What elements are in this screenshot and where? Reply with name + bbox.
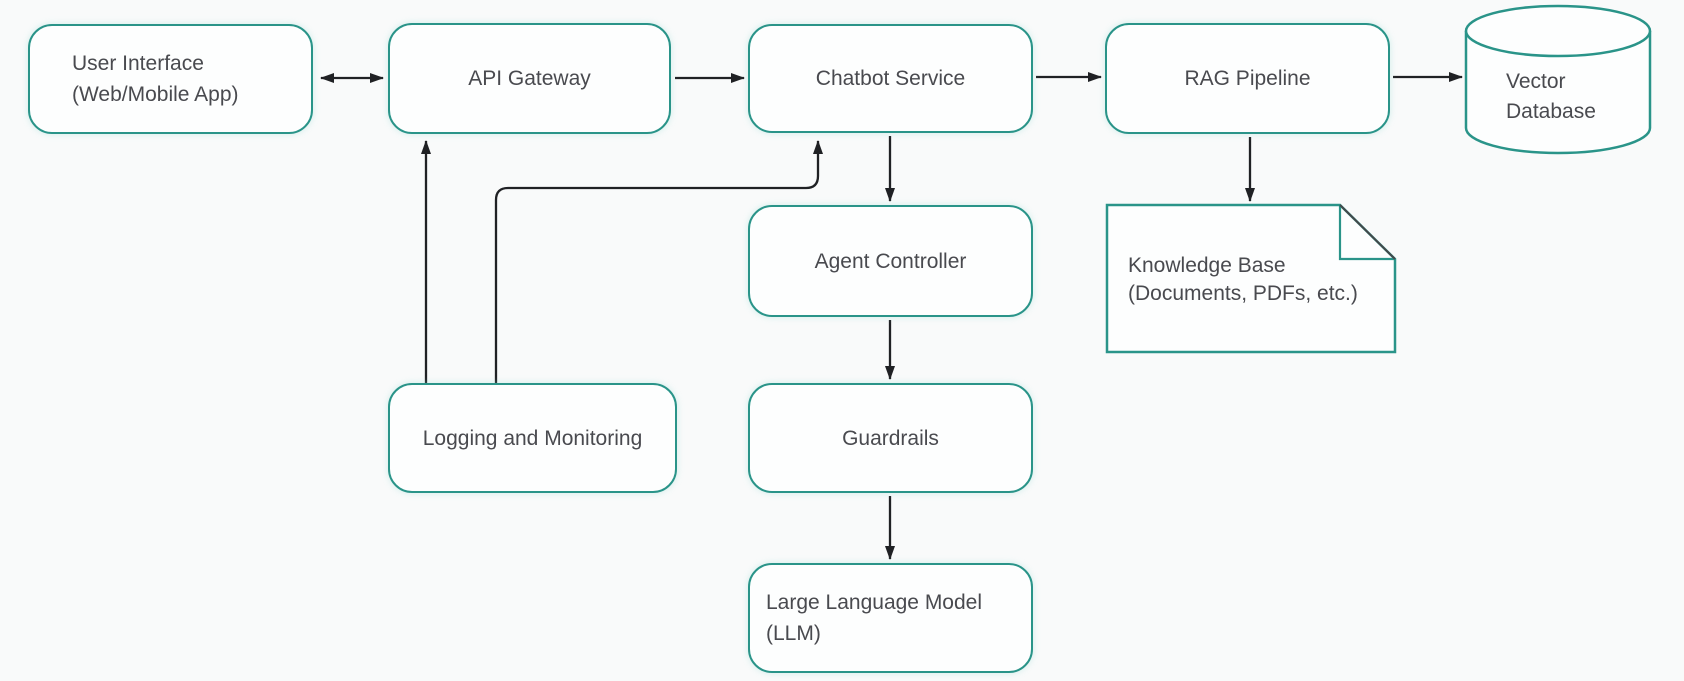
node-vector-database-label: Vector Database bbox=[1506, 67, 1596, 127]
node-knowledge-base-label: Knowledge Base (Documents, PDFs, etc.) bbox=[1128, 252, 1358, 308]
knowledge-base-label-line2: (Documents, PDFs, etc.) bbox=[1128, 282, 1358, 305]
node-logging-monitoring: Logging and Monitoring bbox=[388, 383, 677, 493]
node-user-interface: User Interface (Web/Mobile App) bbox=[28, 24, 313, 134]
node-llm-label-line2: (LLM) bbox=[766, 622, 821, 645]
node-guardrails-label: Guardrails bbox=[842, 426, 939, 450]
node-user-interface-label-line2: (Web/Mobile App) bbox=[72, 83, 239, 106]
node-logging-monitoring-label: Logging and Monitoring bbox=[422, 426, 643, 450]
node-guardrails: Guardrails bbox=[748, 383, 1033, 493]
vector-database-label-line1: Vector bbox=[1506, 70, 1566, 93]
node-api-gateway: API Gateway bbox=[388, 23, 671, 134]
node-llm: Large Language Model (LLM) bbox=[748, 563, 1033, 673]
node-user-interface-label-line1: User Interface bbox=[72, 52, 204, 75]
node-chatbot-service: Chatbot Service bbox=[748, 24, 1033, 133]
node-agent-controller-label: Agent Controller bbox=[814, 249, 967, 273]
knowledge-base-label-line1: Knowledge Base bbox=[1128, 254, 1286, 277]
node-chatbot-service-label: Chatbot Service bbox=[815, 67, 966, 90]
node-agent-controller: Agent Controller bbox=[748, 205, 1033, 317]
node-api-gateway-label: API Gateway bbox=[468, 67, 591, 90]
vector-database-label-line2: Database bbox=[1506, 100, 1596, 123]
node-rag-pipeline: RAG Pipeline bbox=[1105, 23, 1390, 134]
node-llm-label-line1: Large Language Model bbox=[766, 591, 983, 614]
node-rag-pipeline-label: RAG Pipeline bbox=[1184, 67, 1311, 90]
